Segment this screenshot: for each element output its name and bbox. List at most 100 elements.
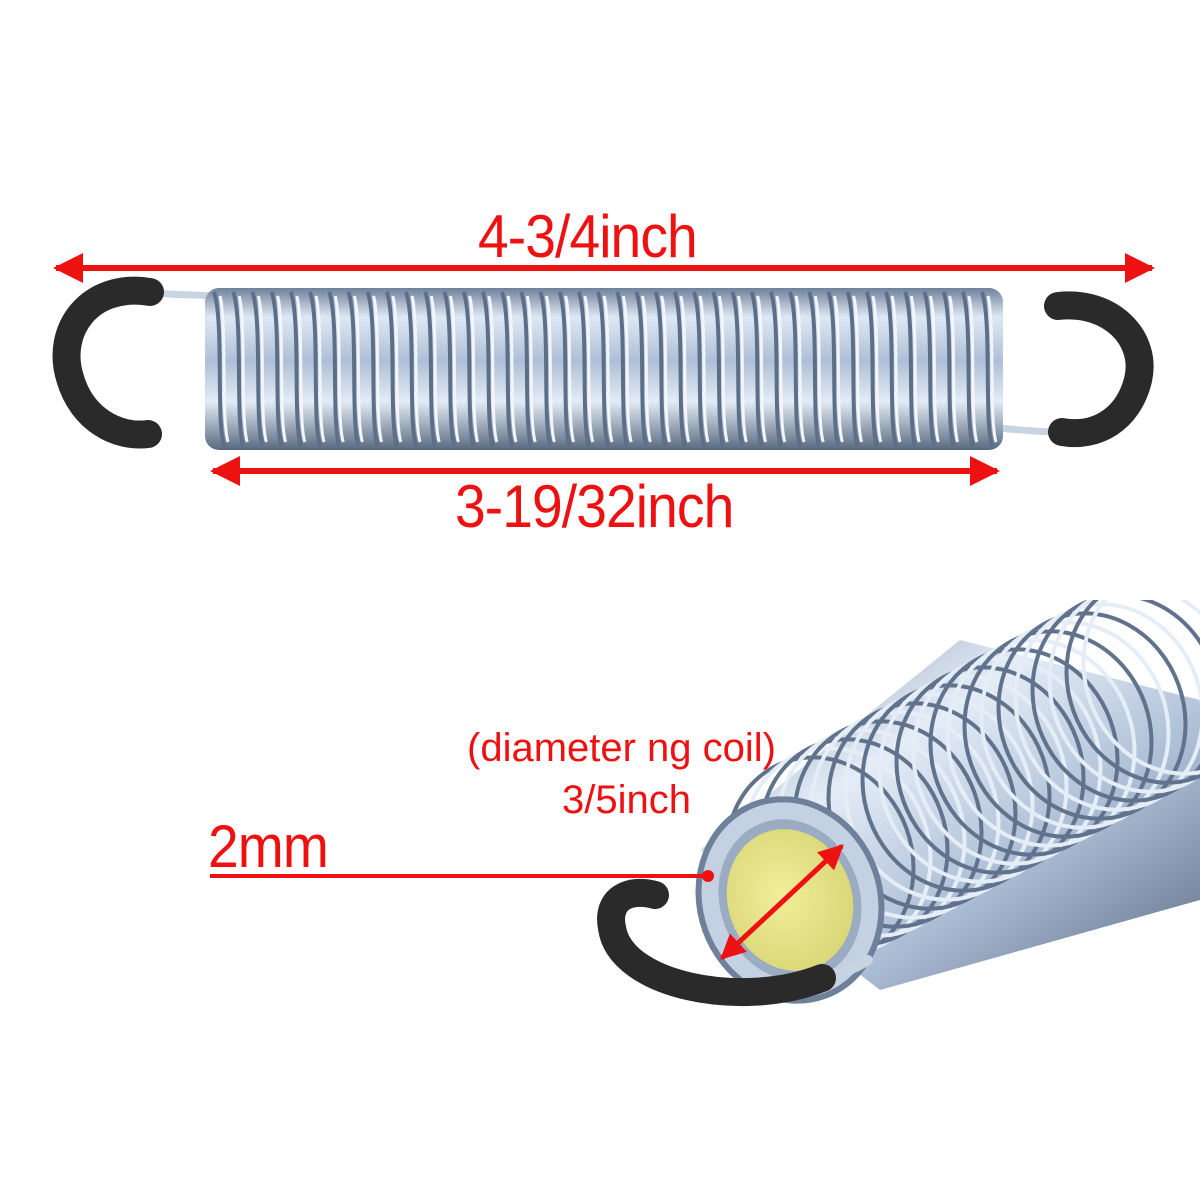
coil-turn <box>1064 600 1200 785</box>
coil-turn <box>365 291 380 447</box>
coil-highlight <box>525 295 537 443</box>
coil-highlight <box>621 295 633 443</box>
coil-highlight <box>871 295 883 443</box>
coil-turn <box>672 291 687 447</box>
coil-highlight <box>333 295 345 443</box>
coil-highlight <box>544 295 556 443</box>
coil-highlight <box>429 295 441 443</box>
coil-highlight <box>218 295 230 443</box>
coil-highlight <box>314 295 326 443</box>
coil-turn <box>576 291 591 447</box>
coil-turn <box>308 291 322 447</box>
overall-length-label: 4-3/4inch <box>478 203 698 270</box>
coil-highlight <box>698 295 710 443</box>
coil-highlight <box>602 295 614 443</box>
coil-highlight <box>890 295 902 443</box>
coil-highlight <box>506 295 518 443</box>
coil-diameter-value: 3/5inch <box>562 778 691 822</box>
coil-turn <box>500 291 514 447</box>
coil-highlight <box>775 295 787 443</box>
coil-turn <box>288 291 303 447</box>
coil-turn <box>692 291 706 447</box>
coil-highlight <box>391 295 403 443</box>
coil-diameter-caption: (diameter ng coil) <box>467 726 777 770</box>
coil-highlight <box>794 295 806 443</box>
coil-highlight <box>640 295 652 443</box>
coil-turn <box>922 291 937 447</box>
coil-highlight <box>372 295 384 443</box>
coil-turn <box>269 291 284 447</box>
coil-highlight <box>852 295 864 443</box>
coil-highlight <box>295 295 307 443</box>
end-rubber-hook <box>597 878 836 1007</box>
coil-turn <box>596 291 610 447</box>
coil-turn <box>442 291 457 447</box>
coil-turn <box>960 291 975 447</box>
coil-turn <box>749 291 764 447</box>
coil-turn <box>845 291 860 447</box>
coil-turn <box>212 291 226 447</box>
coil-turn <box>250 291 265 447</box>
coil-turn <box>519 291 534 447</box>
coil-highlight <box>564 295 576 443</box>
coil-highlight <box>756 295 768 443</box>
coil-turn <box>634 291 649 447</box>
coil-turn <box>768 291 783 447</box>
coil-highlight <box>948 295 960 443</box>
wire-diameter-dot <box>702 870 714 882</box>
coil-turn <box>711 291 726 447</box>
coil-turn <box>653 291 668 447</box>
coil-turn <box>826 291 841 447</box>
coil-turn <box>231 291 246 447</box>
coil-highlight <box>410 295 422 443</box>
coil-highlight <box>813 295 825 443</box>
left-rubber-hook <box>52 276 164 449</box>
coil-highlight <box>679 295 691 443</box>
body-length-label: 3-19/32inch <box>455 473 734 540</box>
coil-highlight <box>967 295 979 443</box>
coil-turn <box>384 291 399 447</box>
spring-coils-angled <box>724 600 1200 965</box>
coil-highlight <box>832 295 844 443</box>
coil-turn <box>480 291 495 447</box>
coil-turn <box>404 291 418 447</box>
spring-coils <box>212 291 998 447</box>
side-view-spring <box>52 276 1154 450</box>
coil-turn <box>557 291 572 447</box>
coil-highlight <box>448 295 460 443</box>
coil-turn <box>941 291 956 447</box>
coil-highlight <box>660 295 672 443</box>
coil-highlight <box>928 295 940 443</box>
coil-highlight <box>717 295 729 443</box>
coil-turn <box>864 291 879 447</box>
coil-highlight <box>909 295 921 443</box>
coil-highlight <box>468 295 480 443</box>
coil-highlight <box>986 295 998 443</box>
coil-turn <box>1047 600 1200 794</box>
coil-highlight <box>237 295 249 443</box>
coil-turn <box>538 291 553 447</box>
coil-turn <box>1081 600 1200 776</box>
coil-turn <box>788 291 802 447</box>
coil-turn <box>461 291 476 447</box>
coil-turn <box>423 291 438 447</box>
coil-turn <box>730 291 745 447</box>
coil-highlight <box>256 295 268 443</box>
end-view-spring <box>597 600 1200 1007</box>
coil-turn <box>807 291 822 447</box>
coil-turn <box>884 291 898 447</box>
coil-turn <box>980 291 994 447</box>
coil-turn <box>903 291 918 447</box>
coil-turn <box>327 291 342 447</box>
right-rubber-hook <box>1044 291 1154 448</box>
coil-turn <box>615 291 630 447</box>
coil-diameter-arrow <box>720 844 844 960</box>
wire-diameter-label: 2mm <box>208 813 329 880</box>
coil-highlight <box>276 295 288 443</box>
coil-highlight <box>583 295 595 443</box>
coil-highlight <box>352 295 364 443</box>
coil-highlight <box>487 295 499 443</box>
coil-turn <box>346 291 361 447</box>
coil-highlight <box>736 295 748 443</box>
